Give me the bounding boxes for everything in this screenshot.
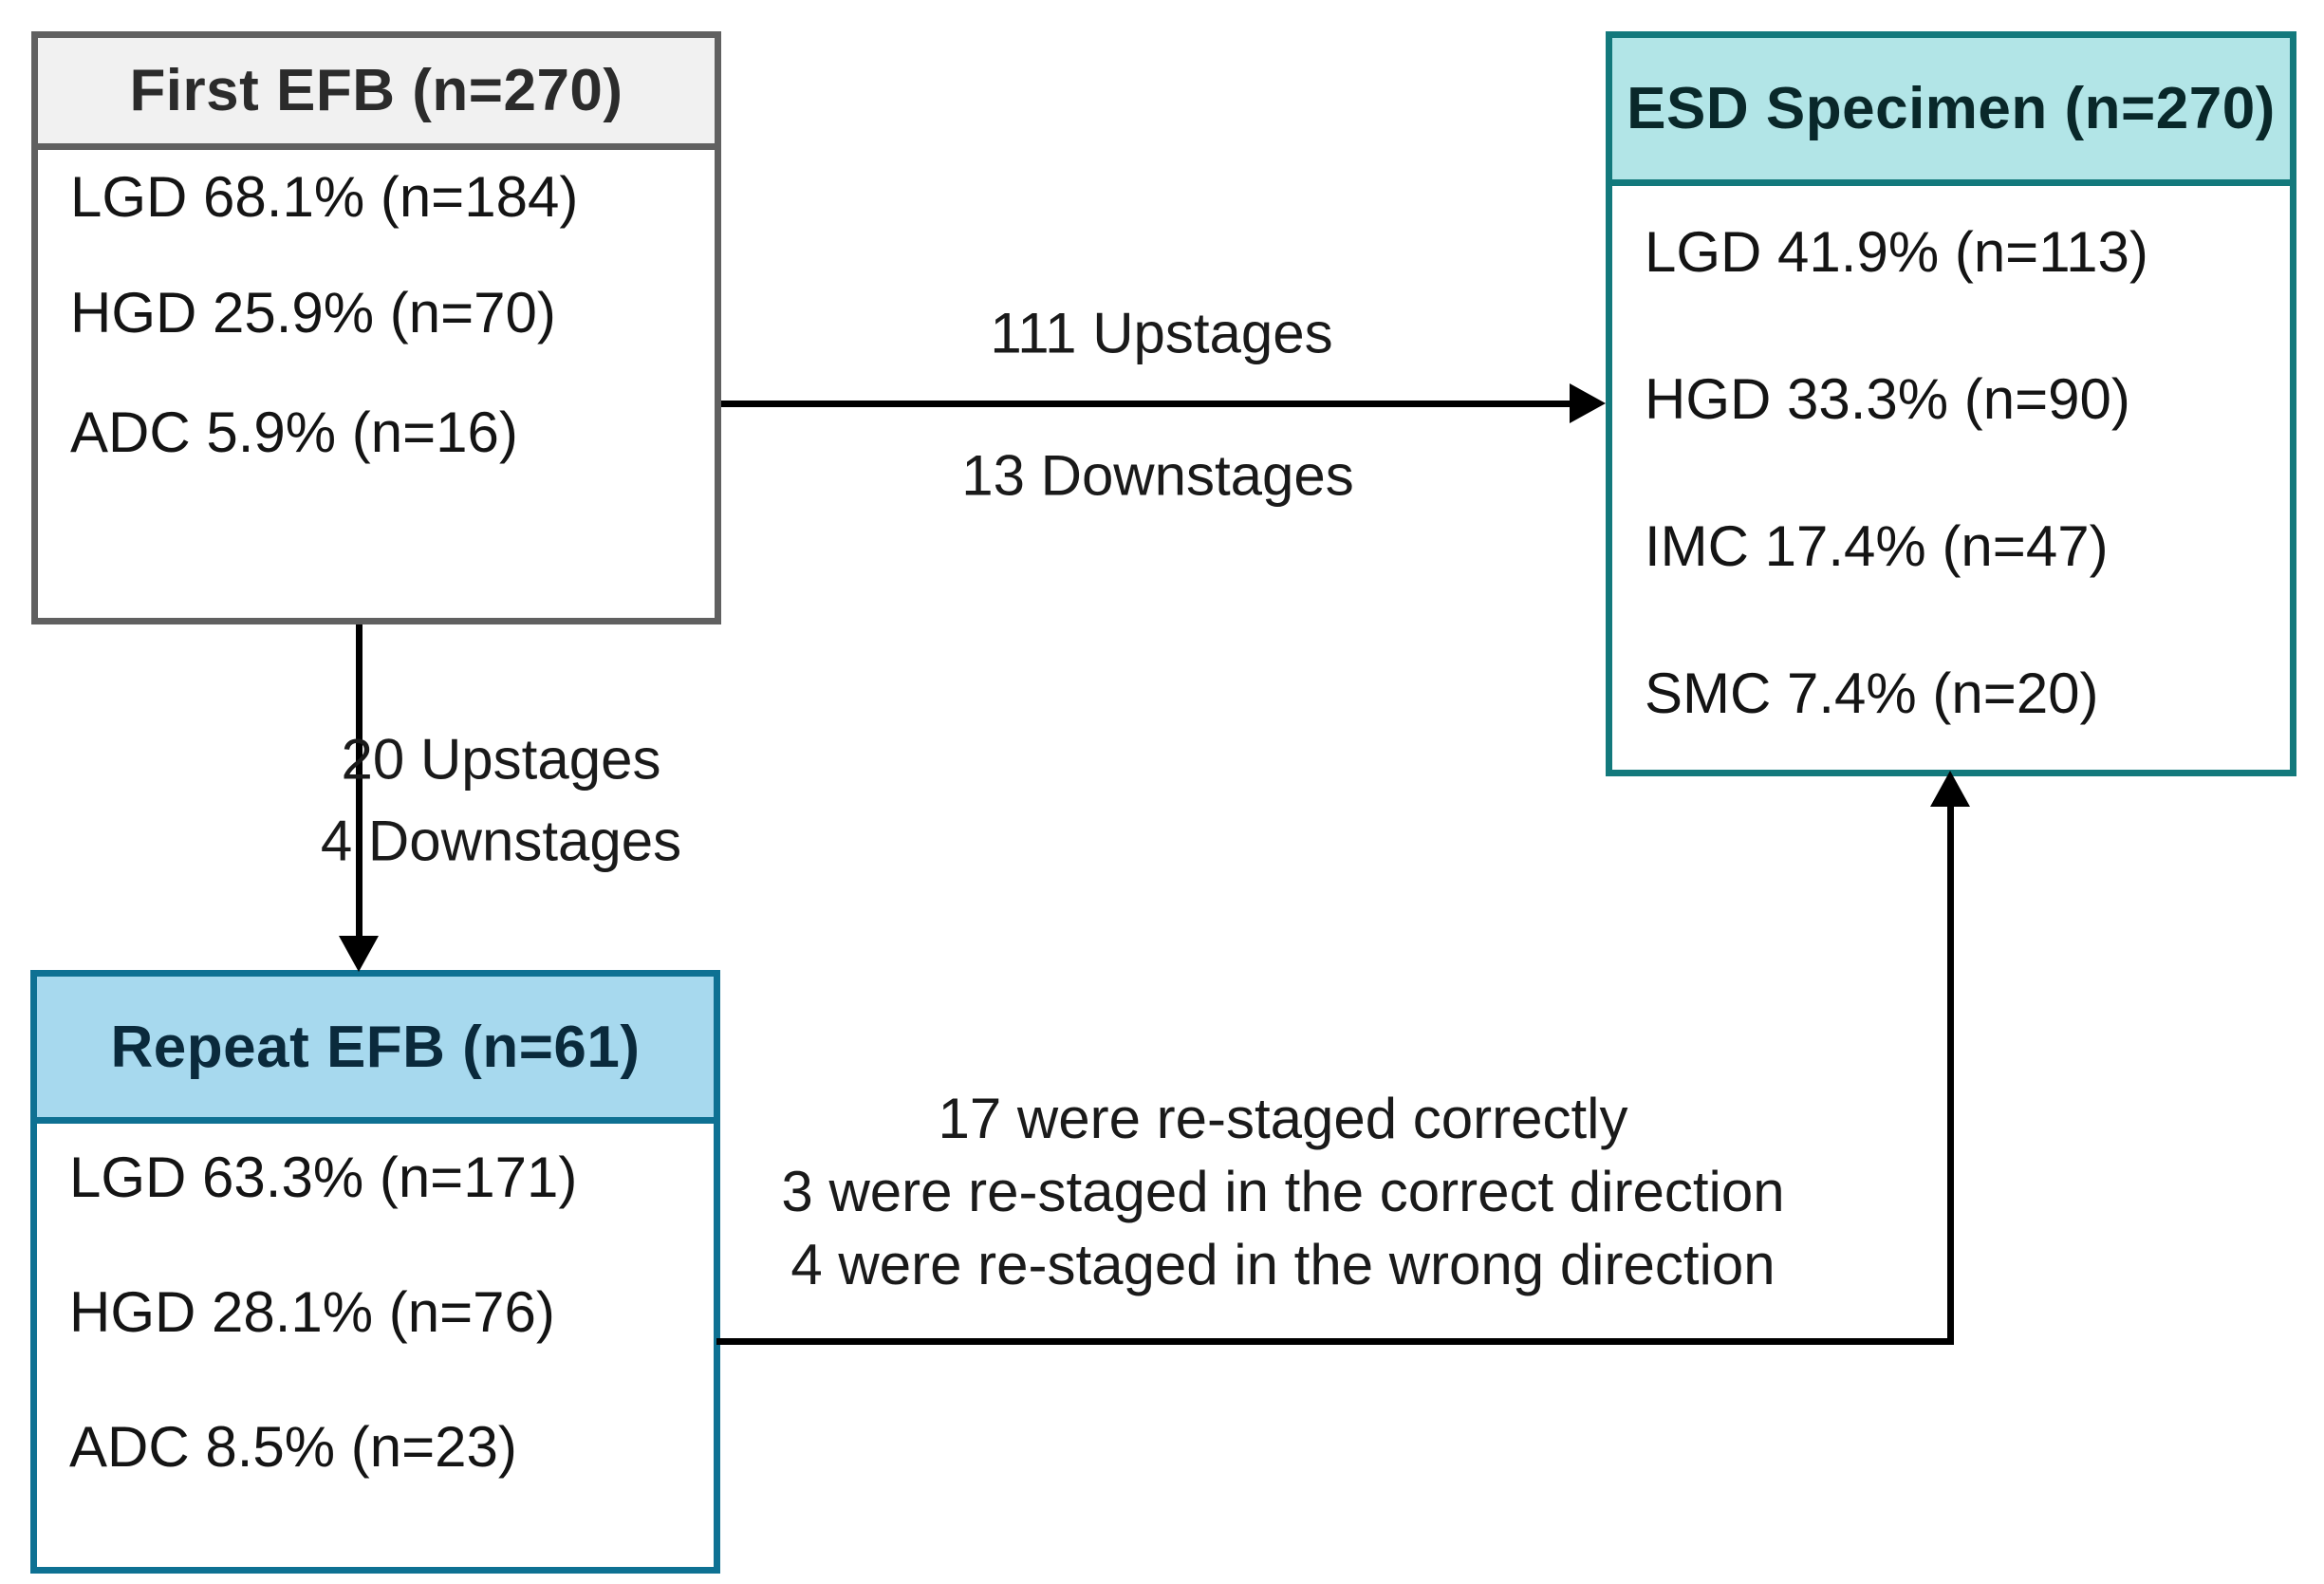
arrow-down-icon [339, 936, 379, 972]
first-efb-header: First EFB (n=270) [38, 38, 715, 150]
first-efb-box: First EFB (n=270) LGD 68.1% (n=184) HGD … [31, 31, 721, 624]
esd-specimen-box: ESD Specimen (n=270) LGD 41.9% (n=113) H… [1606, 31, 2296, 776]
arrow-up-icon [1930, 771, 1970, 807]
arrow-repeat-to-esd-vertical-line [1947, 807, 1954, 1345]
repeat-efb-title: Repeat EFB (n=61) [110, 1014, 641, 1080]
repeat-efb-row-adc: ADC 8.5% (n=23) [69, 1414, 517, 1479]
esd-row-imc: IMC 17.4% (n=47) [1645, 513, 2109, 578]
first-efb-title: First EFB (n=270) [129, 58, 623, 123]
repeat-efb-box: Repeat EFB (n=61) LGD 63.3% (n=171) HGD … [30, 970, 720, 1574]
esd-row-smc: SMC 7.4% (n=20) [1645, 661, 2099, 725]
label-repeat-to-esd-block: 17 were re-staged correctly 3 were re-st… [781, 1082, 1784, 1301]
first-efb-row-adc: ADC 5.9% (n=16) [70, 400, 518, 464]
label-first-to-repeat-upstages: 20 Upstages [341, 727, 661, 792]
repeat-efb-row-lgd: LGD 63.3% (n=171) [69, 1145, 578, 1209]
arrow-first-to-esd-line [721, 401, 1571, 407]
first-efb-row-lgd: LGD 68.1% (n=184) [70, 164, 579, 229]
label-first-to-esd-upstages: 111 Upstages [990, 301, 1333, 365]
label-first-to-repeat-downstages: 4 Downstages [320, 809, 682, 873]
repeat-efb-row-hgd: HGD 28.1% (n=76) [69, 1279, 555, 1344]
label-restaged-correct-direction: 3 were re-staged in the correct directio… [781, 1160, 1785, 1223]
first-efb-row-hgd: HGD 25.9% (n=70) [70, 280, 556, 345]
esd-specimen-title: ESD Specimen (n=270) [1627, 76, 2276, 141]
label-restaged-wrong-direction: 4 were re-staged in the wrong direction [790, 1233, 1776, 1296]
label-restaged-correctly: 17 were re-staged correctly [938, 1087, 1628, 1150]
arrow-first-to-repeat-line [356, 624, 363, 938]
esd-row-lgd: LGD 41.9% (n=113) [1645, 219, 2148, 284]
label-first-to-esd-downstages: 13 Downstages [961, 443, 1354, 508]
esd-row-hgd: HGD 33.3% (n=90) [1645, 366, 2130, 431]
repeat-efb-header: Repeat EFB (n=61) [37, 977, 714, 1124]
arrow-repeat-to-esd-horizontal-line [716, 1338, 1954, 1345]
arrow-right-icon [1570, 383, 1606, 423]
esd-specimen-header: ESD Specimen (n=270) [1612, 38, 2290, 186]
